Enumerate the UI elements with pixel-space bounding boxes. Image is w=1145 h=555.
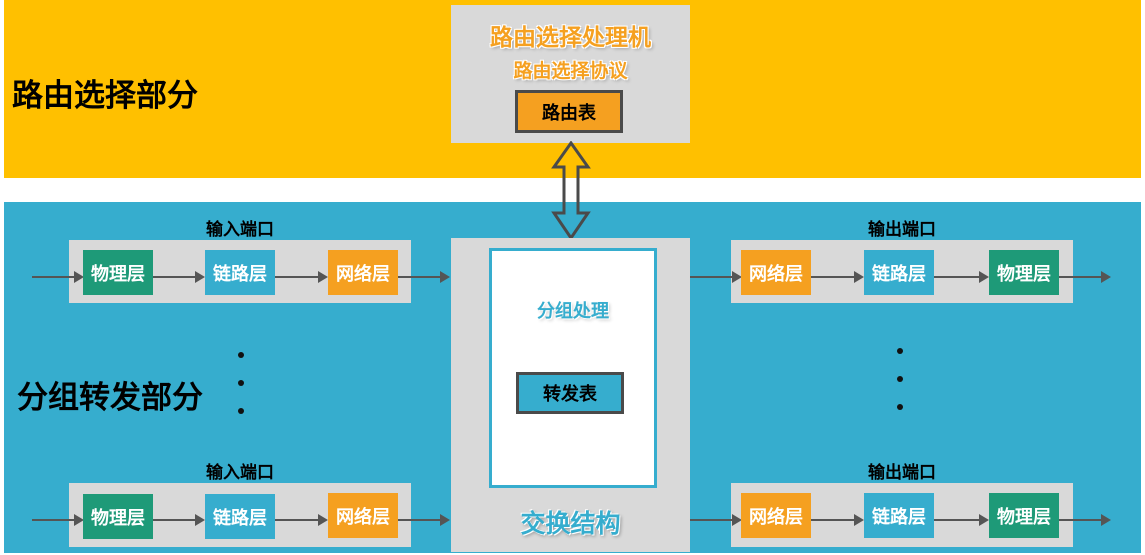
input-port-title: 输入端口 [206, 220, 274, 240]
arrow-icon [934, 271, 989, 283]
arrow-icon [398, 514, 450, 526]
ellipsis-dot [238, 352, 244, 358]
network-layer-box: 网络层 [328, 250, 398, 295]
forwarding-section-label: 分组转发部分 [17, 380, 203, 416]
ellipsis-dot [897, 376, 903, 382]
network-layer-box: 网络层 [328, 493, 398, 538]
physical-layer-box: 物理层 [83, 494, 153, 539]
physical-layer-box: 物理层 [989, 250, 1059, 295]
arrow-icon [811, 271, 864, 283]
switch-fabric-label: 交换结构 [520, 509, 621, 538]
forwarding-table-box: 转发表 [516, 372, 624, 414]
network-layer-box: 网络层 [741, 250, 811, 295]
switch-fabric-box: 分组处理 转发表 交换结构 [451, 238, 690, 552]
input-port-title: 输入端口 [206, 463, 274, 483]
arrow-icon [398, 271, 450, 283]
output-port-title: 输出端口 [868, 463, 936, 483]
network-layer-box: 网络层 [741, 493, 811, 538]
routing-table-box: 路由表 [515, 90, 623, 133]
arrow-icon [690, 271, 742, 283]
ellipsis-dot [238, 408, 244, 414]
link-layer-box: 链路层 [864, 493, 934, 538]
packet-processing-label: 分组处理 [537, 301, 609, 322]
bidirectional-arrow-icon [551, 141, 591, 240]
arrow-icon [1059, 271, 1111, 283]
arrow-icon [153, 514, 205, 526]
arrow-icon [275, 271, 328, 283]
routing-processor-title: 路由选择处理机 [490, 25, 651, 51]
link-layer-box: 链路层 [205, 494, 275, 539]
physical-layer-box: 物理层 [989, 493, 1059, 538]
physical-layer-box: 物理层 [83, 250, 153, 295]
ellipsis-dot [897, 404, 903, 410]
arrow-icon [32, 514, 84, 526]
arrow-icon [275, 514, 328, 526]
arrow-icon [690, 514, 742, 526]
arrow-icon [934, 514, 989, 526]
arrow-icon [1059, 514, 1111, 526]
arrow-icon [811, 514, 864, 526]
link-layer-box: 链路层 [205, 250, 275, 295]
routing-protocol-label: 路由选择协议 [513, 60, 628, 82]
arrow-icon [32, 271, 84, 283]
output-port-title: 输出端口 [868, 220, 936, 240]
packet-processing-box: 分组处理 转发表 [489, 248, 657, 488]
routing-processor-box: 路由选择处理机 路由选择协议 路由表 [451, 5, 690, 143]
ellipsis-dot [897, 348, 903, 354]
routing-section-label: 路由选择部分 [12, 78, 198, 114]
arrow-icon [153, 271, 205, 283]
ellipsis-dot [238, 380, 244, 386]
link-layer-box: 链路层 [864, 250, 934, 295]
